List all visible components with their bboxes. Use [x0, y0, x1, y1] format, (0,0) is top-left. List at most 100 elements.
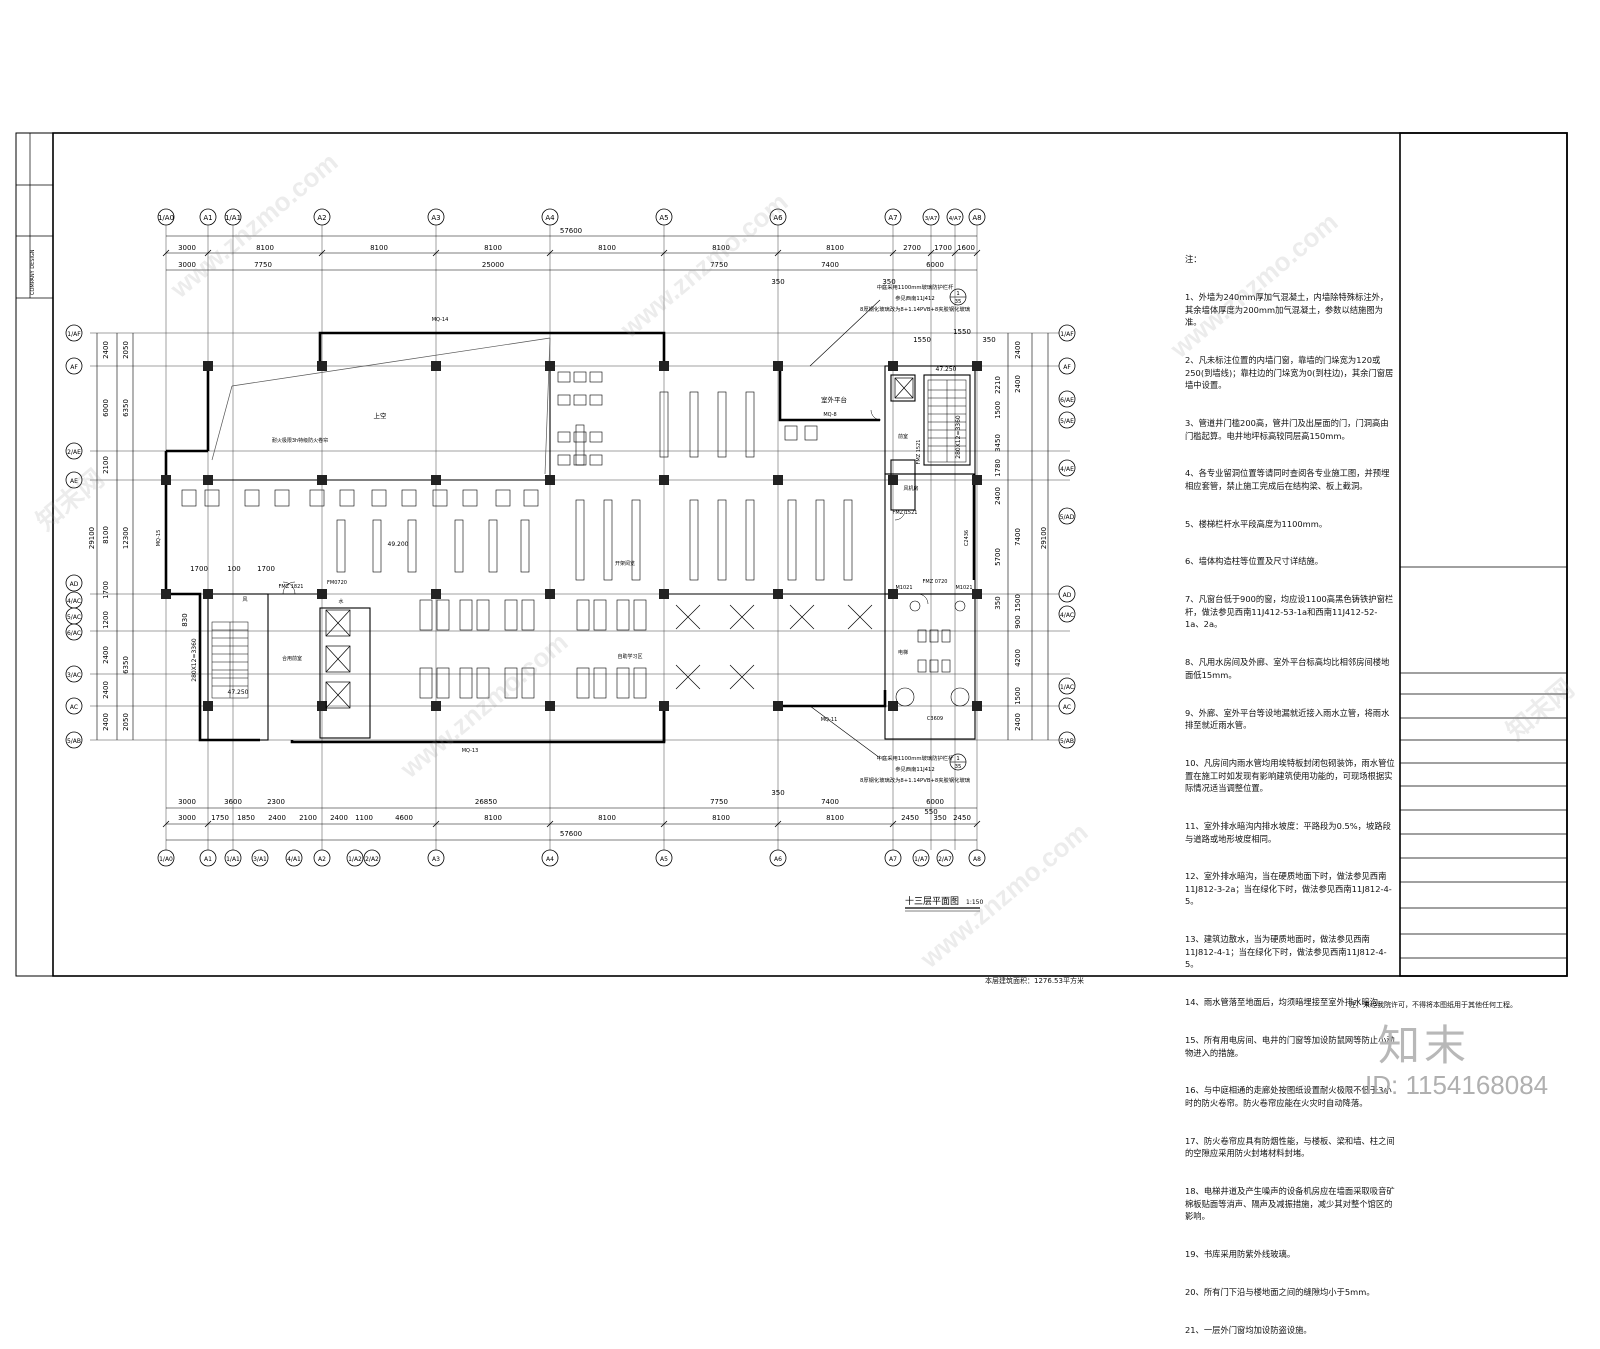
axis-label-left: 5/AC	[67, 614, 81, 621]
copyright-note: 注：未经我院许可，不得将本图纸用于其他任何工程。	[1349, 1001, 1517, 1009]
dim-right: 1500	[1014, 687, 1022, 705]
axis-label-bottom: 1/A2	[348, 856, 362, 863]
axis-label-top: 4/A7	[949, 216, 962, 222]
dim-total-bottom: 57600	[560, 830, 582, 838]
note-item: 10、凡房间内雨水管均用埃特板封闭包砌装饰，雨水管位置在施工时如发现有影响建筑使…	[1185, 757, 1395, 794]
dim-left: 2400	[102, 341, 110, 359]
door-tag: FMZ 1521	[893, 510, 918, 516]
axis-label-top: A4	[545, 214, 555, 222]
axis-label-left: 4/AC	[67, 598, 81, 605]
watermark-brand: 知末	[1378, 1021, 1471, 1070]
dim-left: 2400	[102, 681, 110, 699]
note-item: 6、墙体构造柱等位置及尺寸详结施。	[1185, 556, 1324, 567]
room-label-open-reading: 开架阅览	[615, 560, 635, 567]
stairs	[211, 379, 967, 699]
dim-left: 1200	[102, 611, 110, 629]
dim-left: 2050	[122, 713, 130, 731]
dim-bottom: 350	[933, 814, 946, 822]
axis-bubbles-bottom	[157, 849, 986, 867]
callout-top	[809, 288, 967, 367]
general-notes: 注： 1、外墙为240mm厚加气混凝土，内墙除特殊标注外，其余墙体厚度为200m…	[1185, 228, 1395, 1349]
axis-label-left: 1/AF	[67, 331, 81, 338]
dim-bottom: 3000	[178, 798, 196, 806]
dim-bottom: 3000	[178, 814, 196, 822]
elevation-mark: 47.250	[228, 689, 249, 696]
note-item: 13、建筑边散水，当为硬质地面时，做法参见西南11J812-4-1；当在绿化下时…	[1185, 934, 1387, 970]
dim-local: 1700	[257, 565, 275, 573]
axis-label-right: AD	[1063, 592, 1072, 599]
grid-lines-horizontal	[90, 332, 1070, 741]
dim-left: 6350	[122, 399, 130, 417]
axis-label-bottom: 2/A2	[365, 856, 379, 863]
dim-top: 7400	[821, 261, 839, 269]
dimension-ticks	[162, 249, 981, 828]
dim-bottom: 8100	[826, 814, 844, 822]
axis-label-top: 1/A1	[225, 214, 241, 222]
axis-label-right: 5/AE	[1060, 418, 1074, 425]
axis-label-bottom: 2/A7	[938, 856, 952, 863]
axis-label-left: 2/AE	[67, 449, 81, 456]
axis-label-left: AE	[70, 478, 78, 485]
note-item: 2、凡未标注位置的内墙门窗，靠墙的门垛宽为120或250(到墙线)；靠柱边的门垛…	[1185, 354, 1394, 391]
lounge-seating	[181, 371, 818, 507]
grid-lines-vertical	[165, 220, 978, 850]
dim-top: 350	[982, 336, 995, 344]
axis-label-top: A5	[659, 214, 668, 222]
interior-walls	[207, 365, 976, 741]
dim-top: 350	[882, 278, 895, 286]
axis-label-top: A3	[431, 214, 440, 222]
notes-heading: 注：	[1185, 254, 1202, 265]
dim-top: 8100	[256, 244, 274, 252]
note-item: 16、与中庭相通的走廊处按图纸设置耐火极限不低于3小时的防火卷帘。防火卷帘应能在…	[1185, 1085, 1392, 1108]
axis-label-right: 5/AD	[1060, 514, 1075, 521]
curtain-wall-tag: MQ-13	[462, 748, 479, 754]
callout-bottom-line2: 参见西南11J412	[895, 765, 935, 773]
note-item: 14、雨水管落至地面后，均须暗埋接至室外排水暗沟。	[1185, 997, 1387, 1008]
dim-right: 1780	[994, 459, 1002, 477]
dim-total-right: 29100	[1040, 527, 1048, 549]
dim-right: 7400	[1014, 528, 1022, 546]
dim-right: 350	[994, 596, 1002, 609]
dim-bottom: 2400	[330, 814, 348, 822]
dim-bottom: 26850	[475, 798, 497, 806]
room-label-shared-front-room: 合用前室	[282, 655, 302, 662]
room-label-wind: 风	[242, 597, 247, 603]
axis-label-left: AF	[70, 364, 78, 371]
dim-right: 1500	[994, 401, 1002, 419]
callout-top-sheet: 35	[955, 299, 962, 305]
dim-top: 8100	[598, 244, 616, 252]
callout-bottom-number: 1	[956, 756, 959, 762]
axis-bubbles-top	[157, 208, 986, 226]
room-label-void: 上空	[374, 411, 388, 420]
exterior-walls	[164, 331, 976, 744]
axis-label-left: 3/AC	[67, 672, 81, 679]
dim-bottom: 7400	[821, 798, 839, 806]
toilet-fixtures	[895, 600, 970, 707]
dim-right: 3450	[994, 434, 1002, 452]
dim-top: 6000	[926, 261, 944, 269]
curtain-wall-tag: MQ-8	[823, 412, 836, 418]
dim-top: 8100	[370, 244, 388, 252]
note-item: 4、各专业留洞位置等请同时查阅各专业施工图，并预埋相应套管，禁止施工完成后在结构…	[1185, 468, 1390, 491]
elevation-mark: 49.200	[388, 541, 409, 548]
axis-label-right: 4/AC	[1060, 612, 1074, 619]
note-item: 11、室外排水暗沟内排水坡度：平路段为0.5%，坡路段与道路或地形坡度相同。	[1185, 820, 1391, 844]
dim-top: 3000	[178, 261, 196, 269]
void-diagonals	[211, 337, 551, 475]
note-item: 3、管道井门槛200高，管井门及出屋面的门，门洞高由门槛起算。电井地坪标高较同层…	[1185, 417, 1389, 441]
dim-bottom: 6000	[926, 798, 944, 806]
watermark-id: ID: 1154168084	[1365, 1070, 1549, 1100]
floor-plan-drawing: COMPANY DESIGN 1/A0 A1 1/A1 A2 A	[15, 132, 1568, 977]
axis-label-left: 6/AC	[67, 630, 81, 637]
door-tag: M1021	[955, 585, 972, 591]
callout-bottom-sheet: 35	[955, 764, 962, 770]
axis-label-right: 4/AE	[1060, 466, 1074, 473]
dim-right: 1500	[1014, 594, 1022, 612]
axis-label-right: 6/AE	[1060, 397, 1074, 404]
dim-top: 1550	[913, 336, 931, 344]
axis-label-top: A8	[972, 214, 981, 222]
dim-top: 8100	[712, 244, 730, 252]
axis-label-top: 3/A7	[925, 216, 938, 222]
binding-strip-cells	[16, 133, 53, 299]
callout-top-line3: 8厚钢化玻璃改为8+1.14PVB+8夹胶钢化玻璃	[860, 305, 971, 313]
